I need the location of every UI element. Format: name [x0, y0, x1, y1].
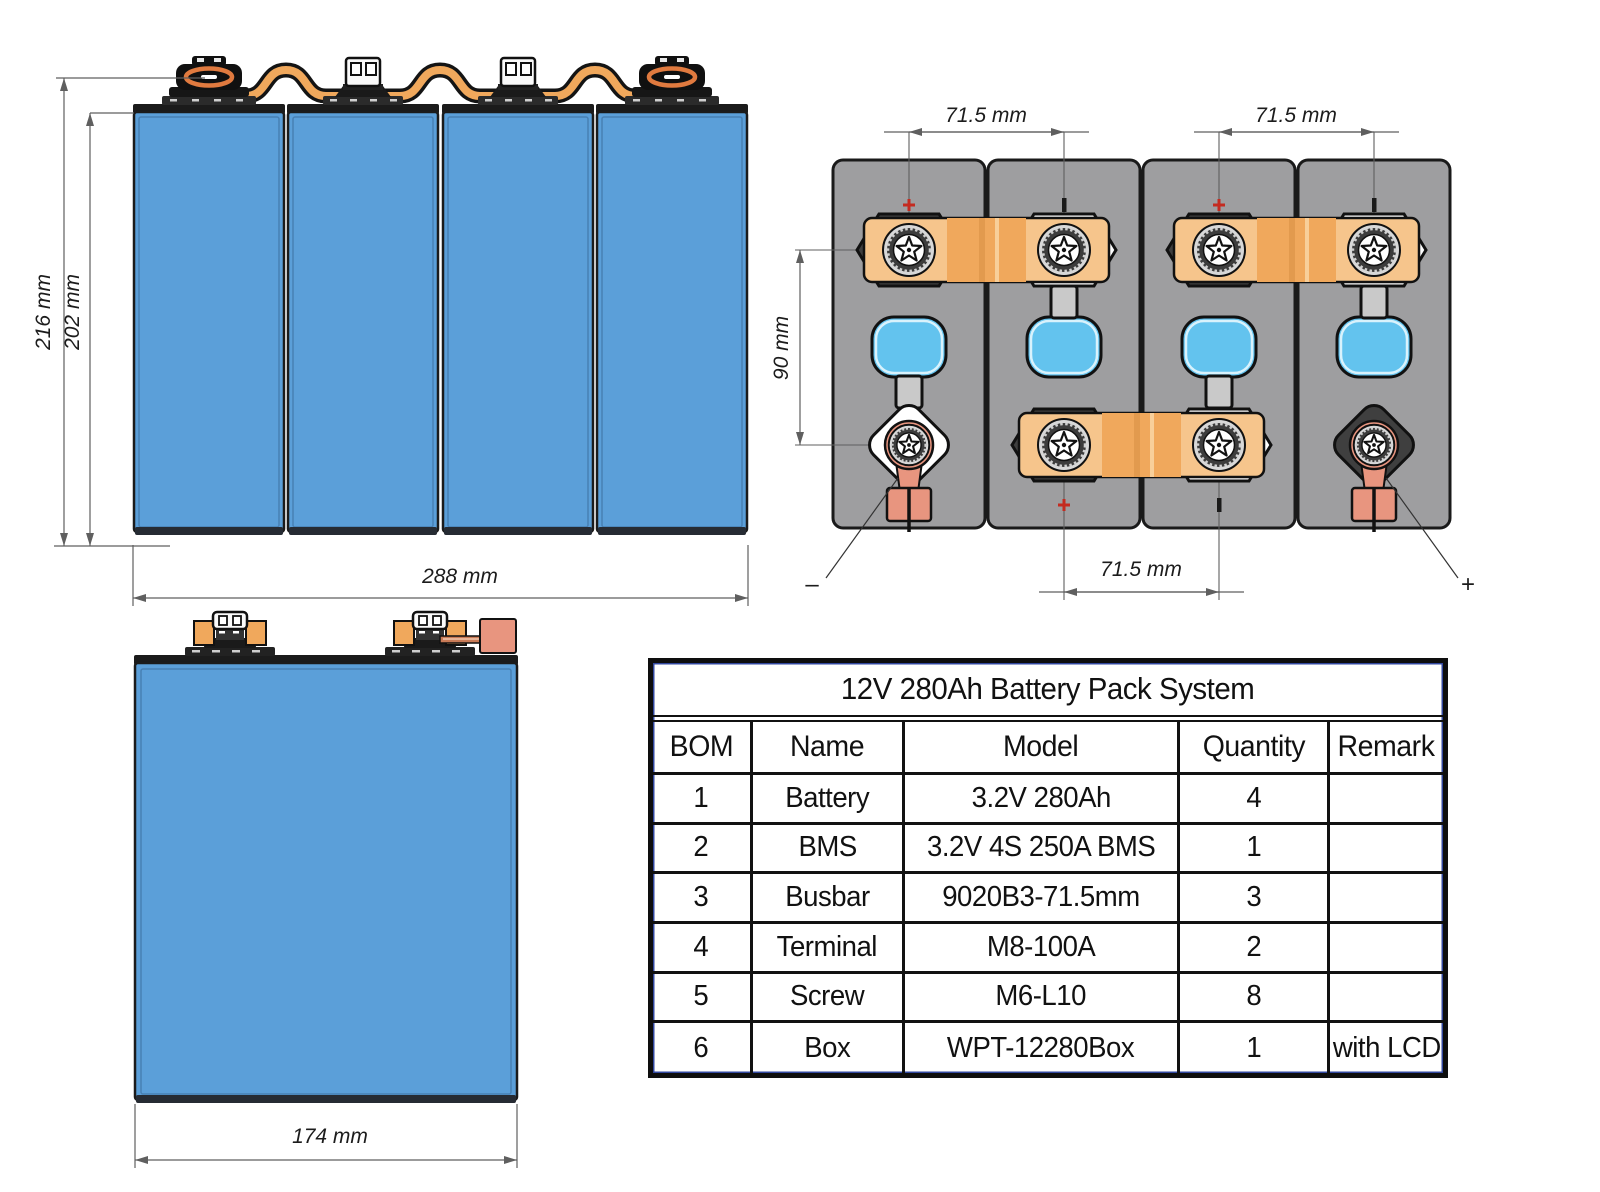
- terminal-side-left: [185, 610, 275, 656]
- bom-table-title: 12V 280Ah Battery Pack System: [653, 663, 1443, 722]
- bom-header-name: Name: [752, 722, 905, 775]
- bom-cell: M6-L10: [905, 973, 1180, 1024]
- dimension-label-pitch-2: 71.5 mm: [1255, 104, 1337, 127]
- bom-cell: 4: [1179, 775, 1330, 825]
- positive-marker-icon: [903, 199, 915, 211]
- bom-header-model: Model: [905, 722, 1180, 775]
- polarity-leaders: [825, 477, 1459, 579]
- bom-cell: with LCD: [1332, 1031, 1441, 1064]
- negative-sign-label: –: [805, 571, 819, 598]
- positive-terminal-post: [625, 56, 719, 105]
- bom-cell: 6: [653, 1023, 753, 1073]
- bom-cell: 1: [1180, 1023, 1330, 1073]
- bom-cell: 4: [653, 924, 753, 974]
- bom-cell: Battery: [752, 775, 905, 825]
- terminal-screw-post: [478, 56, 558, 105]
- small-ports: [894, 284, 1389, 410]
- bom-cell: [1330, 924, 1443, 974]
- dimension-label-174: 174 mm: [292, 1125, 368, 1148]
- bom-cell: 3.2V 4S 250A BMS: [905, 824, 1180, 875]
- bom-cell: 3: [653, 874, 753, 924]
- dimension-label-216: 216 mm: [32, 274, 55, 351]
- dimension-height-inner: [86, 112, 134, 546]
- bom-cell: [1330, 775, 1443, 825]
- bom-cell: Screw: [752, 973, 905, 1024]
- bom-cell: 1: [1179, 824, 1330, 875]
- bom-header-bom: BOM: [653, 722, 753, 775]
- bom-cell: [1330, 974, 1443, 1024]
- bom-title-text: 12V 280Ah Battery Pack System: [841, 671, 1255, 706]
- negative-marker-icon: [1372, 198, 1377, 212]
- bom-cell: 9020B3-71.5mm: [905, 874, 1180, 924]
- terminal-screw-post: [323, 56, 403, 105]
- dimension-label-288: 288 mm: [421, 565, 498, 588]
- positive-pack-terminal: [1333, 404, 1415, 532]
- dimension-width-174: [134, 1104, 518, 1168]
- bom-cell: 3.2V 280Ah: [905, 775, 1180, 825]
- busbar-top-2: [1174, 218, 1419, 282]
- front-view-drawing: 216 mm 202 mm 288 mm: [32, 56, 749, 606]
- terminal-side-right: [385, 610, 517, 656]
- bom-cell: 2: [653, 824, 753, 875]
- bom-table-grid: BOM Name Model Quantity Remark 1 Battery…: [653, 722, 1443, 1073]
- battery-cell: [595, 104, 749, 535]
- copper-tab: [439, 618, 517, 654]
- bom-cell: Box: [753, 1023, 905, 1073]
- battery-cell: [441, 104, 595, 535]
- bom-cell: [1330, 825, 1443, 875]
- bom-cell: 2: [1179, 924, 1330, 974]
- bom-header-quantity: Quantity: [1179, 722, 1330, 775]
- dimension-label-pitch-bottom: 71.5 mm: [1100, 558, 1182, 581]
- bom-cell: 5: [653, 973, 753, 1024]
- bom-cell: WPT-12280Box: [905, 1023, 1180, 1073]
- top-view-drawing: 71.5 mm 71.5 mm 71.5 mm 90 mm – +: [770, 104, 1475, 600]
- battery-cell-side: [133, 655, 519, 1103]
- bom-cell: M8-100A: [905, 924, 1180, 974]
- battery-cells-front: [132, 104, 749, 535]
- battery-cell: [132, 104, 286, 535]
- dimension-height-outer: [54, 77, 205, 547]
- bom-cell: BMS: [752, 824, 905, 875]
- dimension-label-pitch-1: 71.5 mm: [945, 104, 1027, 127]
- bom-cell: 8: [1179, 973, 1330, 1024]
- dimension-label-202: 202 mm: [61, 274, 84, 351]
- bom-cell: 1: [653, 775, 753, 825]
- bom-header-remark: Remark: [1330, 722, 1443, 775]
- polarity-markers: [903, 198, 1377, 512]
- side-view-drawing: 174 mm: [133, 610, 519, 1168]
- negative-marker-icon: [1062, 198, 1067, 212]
- bom-table: 12V 280Ah Battery Pack System BOM Name M…: [648, 658, 1448, 1078]
- dimension-width-288: [132, 545, 749, 606]
- flexible-busbar-band: [235, 62, 646, 104]
- vent-valves: [870, 315, 1413, 379]
- battery-cell: [286, 104, 440, 535]
- bom-cell: [1330, 874, 1443, 924]
- negative-pack-terminal: [868, 404, 950, 532]
- negative-terminal-post: [162, 56, 256, 105]
- busbar-bottom: [1019, 413, 1264, 477]
- negative-marker-icon: [1217, 498, 1222, 512]
- bom-cell: Busbar: [752, 874, 905, 924]
- busbar-top-1: [864, 218, 1109, 282]
- bom-cell: Terminal: [752, 924, 905, 974]
- positive-marker-icon: [1213, 199, 1225, 211]
- positive-marker-icon: [1058, 499, 1070, 511]
- positive-sign-label: +: [1461, 571, 1475, 598]
- bom-cell: 3: [1179, 874, 1330, 924]
- dimension-label-90: 90 mm: [770, 316, 793, 380]
